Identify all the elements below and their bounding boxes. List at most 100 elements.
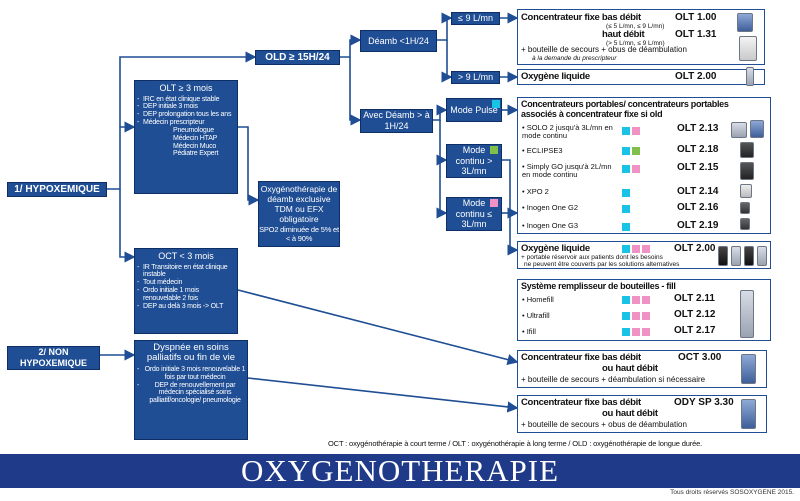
liquid-portable-icon xyxy=(718,246,728,266)
pulse-square xyxy=(622,245,630,253)
product-olt: OLT 2.16 xyxy=(677,202,719,213)
fill-olt: OLT 2.12 xyxy=(674,309,716,320)
oct-item: DEP au delà 3 mois -> OLT xyxy=(137,303,237,311)
product-olt: OLT 2.14 xyxy=(677,186,719,197)
oct-title: OCT < 3 mois xyxy=(158,251,214,261)
product-name: SOLO 2 jusqu'à 3L/mn en mode continu xyxy=(522,123,613,140)
oct-item: Ordo initiale 1 mois renouvelable 2 fois xyxy=(137,287,237,303)
mode-pulse-label: Mode Pulsé xyxy=(450,104,498,115)
hypoxemique-node: 1/ HYPOXEMIQUE xyxy=(7,182,107,197)
olt-item: DEP initiale 3 mois xyxy=(137,103,237,111)
b2-line1: Oxygène liquide xyxy=(521,71,590,82)
fill-olt: OLT 2.11 xyxy=(674,293,715,304)
concentrateur-fixe-box: Concentrateur fixe bas débit OLT 1.00 (≤… xyxy=(517,9,765,65)
b1-line1: Concentrateur fixe bas débit xyxy=(521,12,641,23)
b4-line3: ne peuvent être couverts par les solutio… xyxy=(524,261,680,268)
pulse-square xyxy=(622,165,630,173)
concentrateurs-portables-box: Concentrateurs portables/ concentrateurs… xyxy=(517,97,771,234)
fill-olt: OLT 2.17 xyxy=(674,325,716,336)
b1-tiny2: (> 5 L/mn, ≤ 9 L/mn) xyxy=(606,40,665,47)
b1-olt2: OLT 1.31 xyxy=(675,29,717,40)
olt-node: OLT ≥ 3 mois IRC en état clinique stable… xyxy=(134,80,238,194)
portable-device-icon xyxy=(740,218,750,230)
oxygenotherapie-banner: OXYGENOTHERAPIE xyxy=(0,454,800,488)
product-row: • SOLO 2 jusqu'à 3L/mn en mode continu xyxy=(522,123,613,140)
product-row: • XPO 2 xyxy=(522,187,549,196)
portable-device-icon xyxy=(731,122,747,138)
olt-prescriber: Médecin Muco xyxy=(173,142,217,150)
systeme-remplisseur-box: Système remplisseur de bouteilles - fill… xyxy=(517,279,771,341)
b7-line3: + bouteille de secours + obus de déambul… xyxy=(521,420,687,429)
dyspnee-title: Dyspnée en soins palliatifs ou fin de vi… xyxy=(146,342,236,364)
product-name: Inogen One G2 xyxy=(526,203,579,212)
deamb-exclusive-node: Oxygénothérapie de déamb exclusive TDM o… xyxy=(258,181,340,247)
product-name: ECLIPSE3 xyxy=(526,146,563,155)
pulse-square xyxy=(622,223,630,231)
pulse-color-square xyxy=(492,100,500,108)
b7-line2: ou haut débit xyxy=(602,408,658,419)
le9-node: ≤ 9 L/mn xyxy=(451,12,500,25)
b3-line2: associés à concentrateur fixe si old xyxy=(521,109,663,119)
fill-system-icon xyxy=(740,290,754,338)
fill-name: Homefill xyxy=(526,295,554,304)
deamb-exclusive-title: Oxygénothérapie de déamb exclusive TDM o… xyxy=(260,184,338,225)
pulse-square xyxy=(622,296,630,304)
portable-device-icon xyxy=(740,184,752,198)
avec-deamb-node: Avec Déamb > à 1H/24 xyxy=(360,109,433,133)
continu-square xyxy=(632,127,640,135)
product-name: Simply GO jusqu'à 2L/mn en mode continu xyxy=(522,162,612,179)
concentrator-device-icon xyxy=(739,36,757,61)
deamb-node: Déamb <1H/24 xyxy=(360,30,437,52)
oct-node: OCT < 3 mois IR Transitoire en état clin… xyxy=(134,248,238,334)
pulse-square xyxy=(622,147,630,155)
product-row: • Inogen One G2 xyxy=(522,203,579,212)
b2-olt: OLT 2.00 xyxy=(675,71,717,82)
dyspnee-node: Dyspnée en soins palliatifs ou fin de vi… xyxy=(134,340,248,440)
b4-olt: OLT 2.00 xyxy=(674,243,716,254)
gt9-node: > 9 L/mn xyxy=(451,71,500,84)
portable-device-icon xyxy=(740,162,754,180)
olt-item: IRC en état clinique stable xyxy=(137,96,237,104)
pulse-square xyxy=(622,127,630,135)
olt-prescriber: Médecin HTAP xyxy=(173,134,218,142)
b4-line1: Oxygène liquide xyxy=(521,243,590,254)
liquid-portable-icon xyxy=(757,246,767,266)
olt-prescriber: Pédiatre Expert xyxy=(173,150,219,158)
product-olt: OLT 2.13 xyxy=(677,123,719,134)
product-olt: OLT 2.18 xyxy=(677,144,719,155)
b4-line2: + portable réservoir aux patients dont l… xyxy=(521,254,663,261)
product-row: • Inogen One G3 xyxy=(522,221,579,230)
old-node: OLD ≥ 15H/24 xyxy=(255,50,340,65)
continu2-square xyxy=(642,312,650,320)
oxygene-liquide-portable-box: Oxygène liquide OLT 2.00 + portable rése… xyxy=(517,241,771,269)
non-hypoxemique-node: 2/ NON HYPOXEMIQUE xyxy=(7,346,100,370)
b5-line1: Système remplisseur de bouteilles - fill xyxy=(521,281,676,291)
b7-olt: ODY SP 3.30 xyxy=(674,397,734,408)
pulse-square xyxy=(622,312,630,320)
portable-device-icon xyxy=(750,120,764,138)
fill-name: Ultrafill xyxy=(526,311,550,320)
product-olt: OLT 2.15 xyxy=(677,162,719,173)
oxygene-liquide-box: Oxygène liquide OLT 2.00 xyxy=(517,67,765,86)
concentrateur-oct-box: Concentrateur fixe bas débit OCT 3.00 ou… xyxy=(517,350,767,388)
continu-square xyxy=(632,147,640,155)
b7-line1: Concentrateur fixe bas débit xyxy=(521,397,641,408)
olt-item: DEP prolongation tous les ans xyxy=(137,111,237,119)
b1-tiny1: (≤ 5 L/mn, ≤ 9 L/mn) xyxy=(606,23,665,30)
continu-color-square xyxy=(490,146,498,154)
fill-row: • Ifill xyxy=(522,327,536,336)
b1-olt1: OLT 1.00 xyxy=(675,12,717,23)
fill-name: Ifill xyxy=(526,327,536,336)
product-row: • ECLIPSE3 xyxy=(522,146,563,155)
b1-line2: haut débit xyxy=(602,29,645,40)
liquid-portable-icon xyxy=(744,246,754,266)
concentrator-device-icon xyxy=(741,354,756,384)
pulse-square xyxy=(622,328,630,336)
pulse-square xyxy=(622,205,630,213)
fill-row: • Homefill xyxy=(522,295,554,304)
b1-line4: à la demande du prescripteur xyxy=(532,55,617,62)
liquid-portable-icon xyxy=(731,246,741,266)
b6-line2: ou haut débit xyxy=(602,363,658,374)
product-row: • Simply GO jusqu'à 2L/mn en mode contin… xyxy=(522,162,612,179)
